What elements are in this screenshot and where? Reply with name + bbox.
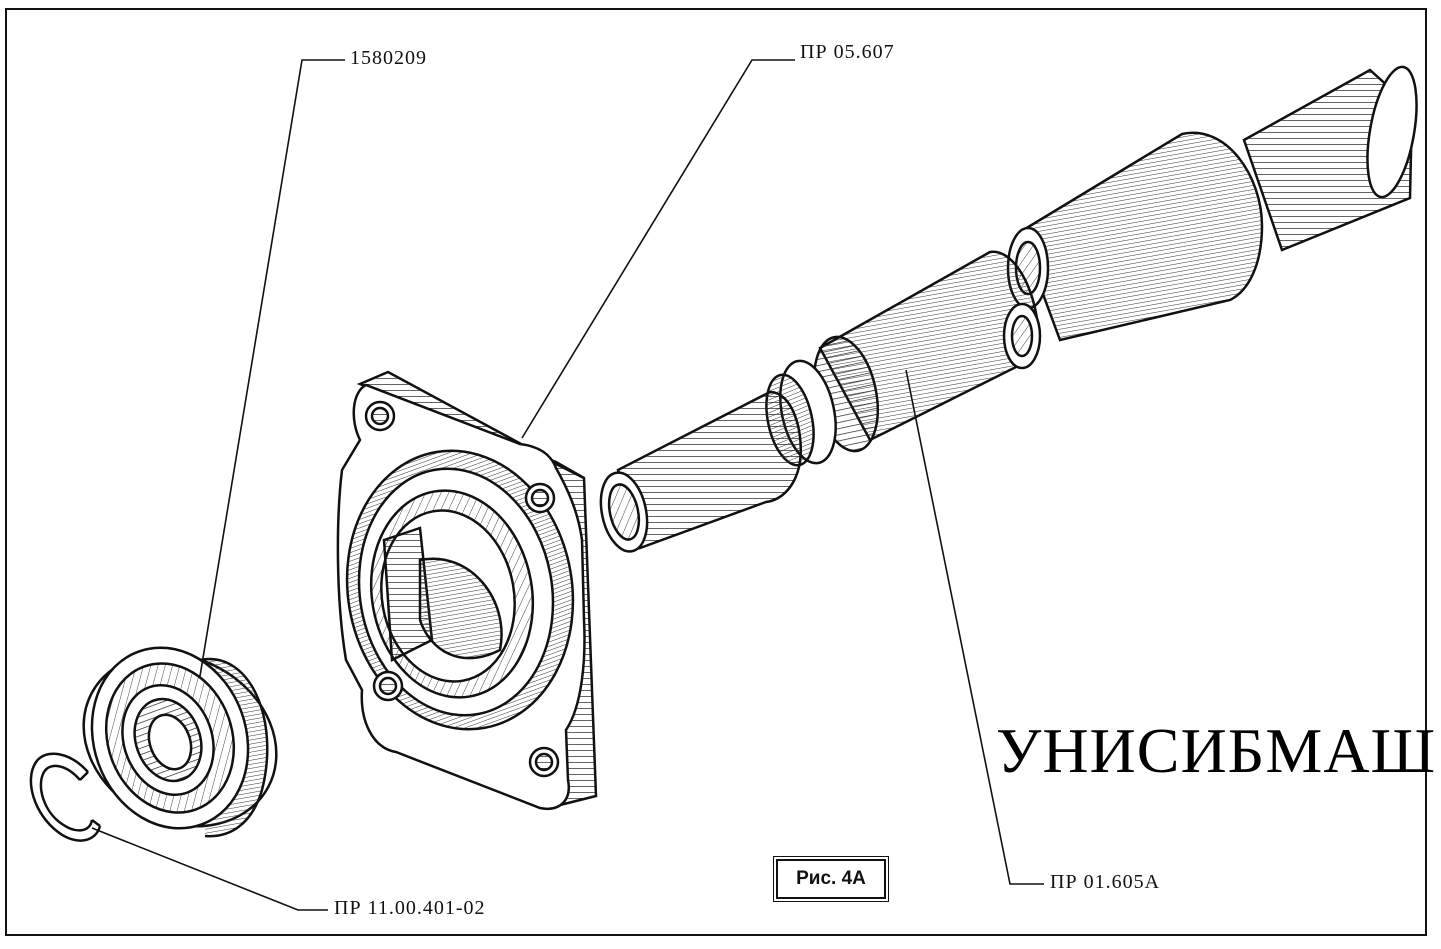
snap-ring (29, 752, 102, 842)
leader-shaft (905, 369, 1044, 885)
flange-housing (336, 370, 598, 811)
watermark-text: УНИСИБМАШ (996, 715, 1437, 786)
ball-bearing (82, 646, 278, 838)
figure-caption: Рис. 4А (773, 856, 889, 902)
label-shaft: ПР 01.605А (1050, 871, 1161, 893)
label-snap-ring: ПР 11.00.401-02 (334, 897, 486, 919)
label-bearing: 1580209 (350, 47, 427, 69)
leader-snap-ring (91, 827, 328, 911)
leader-lines (91, 59, 1044, 911)
drawing-frame (5, 8, 1427, 936)
splined-shaft (599, 65, 1418, 553)
leader-flange (521, 59, 795, 439)
label-flange: ПР 05.607 (800, 41, 895, 63)
leader-bearing (199, 59, 345, 677)
